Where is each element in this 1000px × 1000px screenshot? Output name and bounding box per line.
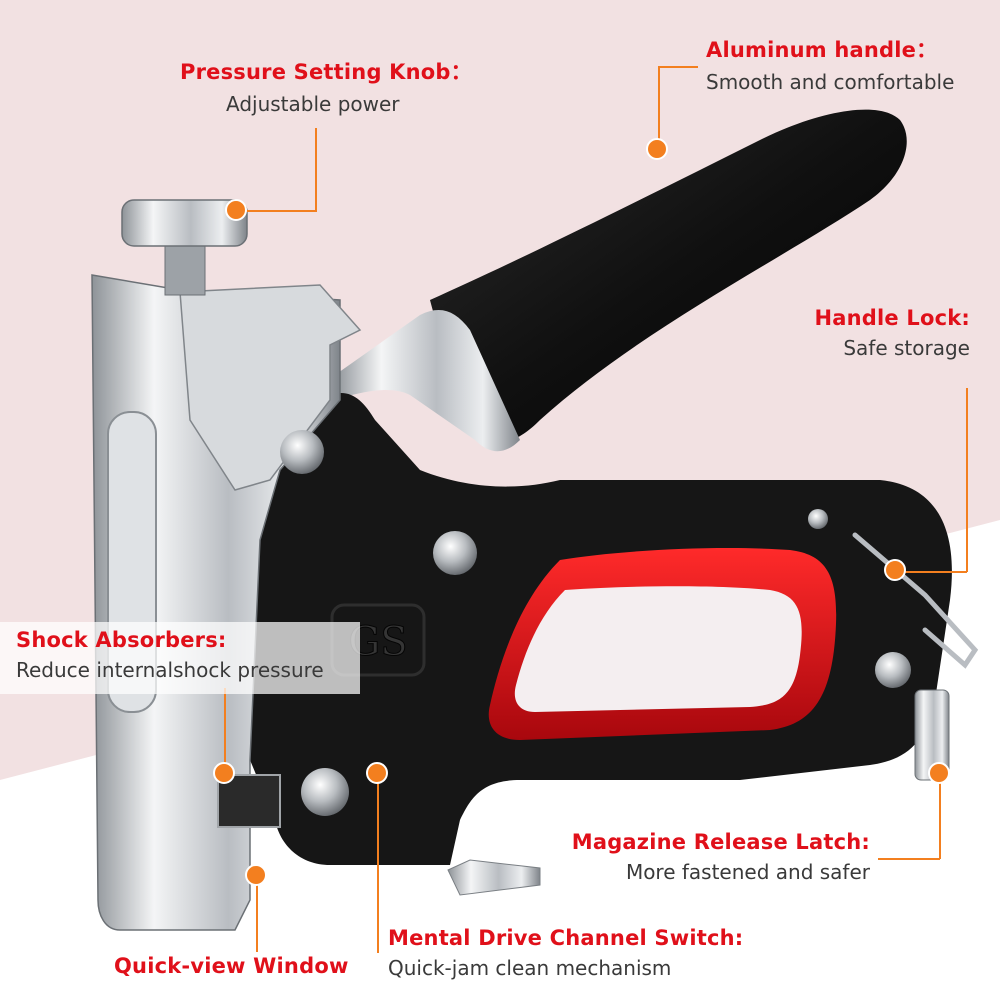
grip-opening [514, 586, 802, 712]
callout-title: Mental Drive Channel Switch: [388, 926, 744, 950]
callout-title: Handle Lock: [814, 306, 970, 330]
callout-magazine-latch: Magazine Release Latch: More fastened an… [572, 830, 870, 884]
rivet [301, 768, 349, 816]
marker-dot-handle-lock [884, 559, 906, 581]
upper-handle [430, 109, 907, 441]
leader-line [966, 388, 968, 572]
leader-line [224, 688, 226, 774]
callout-desc: Reduce internalshock pressure [16, 658, 324, 682]
marker-dot-drive-channel [366, 762, 388, 784]
rivet [808, 509, 828, 529]
callout-desc: Quick-jam clean mechanism [388, 956, 672, 980]
leader-line [236, 210, 316, 212]
callout-title: Magazine Release Latch: [571, 830, 870, 854]
drive-channel-switch [447, 859, 541, 896]
leader-line [939, 773, 941, 859]
leader-line [256, 876, 258, 952]
shock-absorber-window [217, 774, 281, 828]
callout-quick-view: Quick-view Window [114, 954, 349, 978]
knob-head [121, 199, 248, 247]
leader-line [878, 858, 940, 860]
rivet [433, 531, 477, 575]
callout-desc: More fastened and safer [625, 860, 870, 884]
leader-line [377, 773, 379, 953]
steel-top-cap [179, 284, 362, 491]
callout-drive-channel: Mental Drive Channel Switch: Quick-jam c… [388, 926, 743, 980]
callout-desc: Adjustable power [226, 92, 400, 116]
callout-handle-lock: Handle Lock: Safe storage [814, 306, 970, 360]
rivet [875, 652, 911, 688]
callout-shock-absorbers: Shock Absorbers: Reduce internalshock pr… [16, 628, 324, 682]
marker-dot-quick-view [245, 864, 267, 886]
callout-desc: Smooth and comfortable [706, 70, 955, 94]
marker-dot-pressure-knob [225, 199, 247, 221]
leader-line [658, 66, 660, 150]
marker-dot-aluminum-handle [646, 138, 668, 160]
shock-absorbers-label-backdrop [0, 622, 360, 694]
leader-line [658, 66, 698, 68]
marker-dot-shock-absorbers [213, 762, 235, 784]
upper-handle-chrome-neck [335, 310, 520, 452]
rivet [280, 430, 324, 474]
callout-aluminum-handle: Aluminum handle： Smooth and comfortable [706, 34, 954, 94]
callout-desc: Safe storage [843, 336, 970, 360]
callout-title: Aluminum handle： [706, 38, 938, 62]
callout-title: Quick-view Window [114, 954, 349, 978]
callout-pressure-knob: Pressure Setting Knob： Adjustable power [180, 56, 472, 116]
leader-line [895, 571, 967, 573]
leader-line [315, 128, 317, 212]
callout-title: Shock Absorbers: [16, 628, 227, 652]
callout-title: Pressure Setting Knob： [180, 60, 472, 84]
marker-dot-magazine-latch [928, 762, 950, 784]
